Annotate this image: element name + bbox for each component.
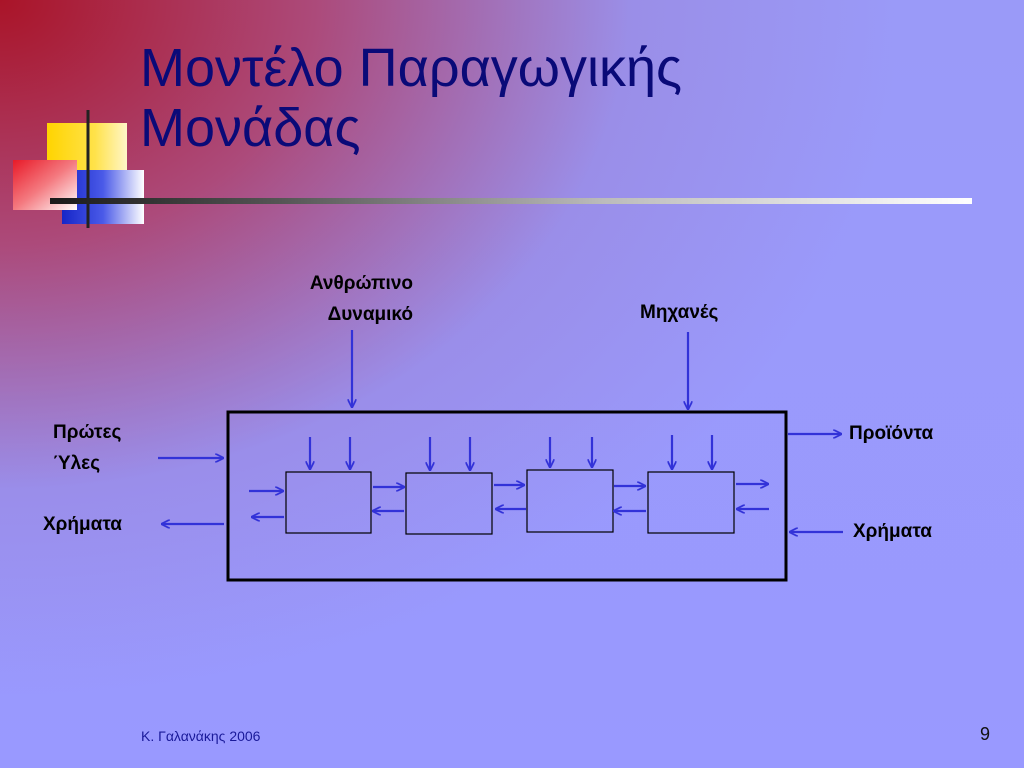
footer-author: Κ. Γαλανάκης 2006 — [141, 728, 261, 744]
label-human-resources-line1: Ανθρώπινο — [309, 273, 413, 294]
label-human-resources-line2: Δυναμικό — [327, 304, 413, 325]
production-unit-box — [226, 410, 788, 582]
label-products: Προϊόντα — [849, 423, 934, 444]
label-machines: Μηχανές — [640, 302, 719, 323]
stage-box-3 — [526, 469, 614, 533]
label-raw-materials: Πρώτες Ύλες — [53, 417, 121, 479]
slide-title-line1: Μοντέλο Παραγωγικής — [140, 38, 683, 98]
slide-title: Μοντέλο Παραγωγικής Μονάδας — [140, 38, 682, 158]
stage-box-1 — [285, 471, 372, 534]
page-number: 9 — [980, 724, 991, 744]
label-raw-materials-line2: Ύλες — [53, 453, 101, 474]
slide-title-line2: Μονάδας — [140, 98, 361, 158]
label-raw-materials-line1: Πρώτες — [53, 422, 122, 443]
label-money-left: Χρήματα — [43, 514, 122, 535]
stage-box-2 — [405, 472, 493, 535]
stage-box-4 — [647, 471, 735, 534]
title-divider — [50, 198, 972, 204]
label-human-resources: Ανθρώπινο Δυναμικό — [273, 268, 413, 330]
label-money-right: Χρήματα — [853, 521, 932, 542]
